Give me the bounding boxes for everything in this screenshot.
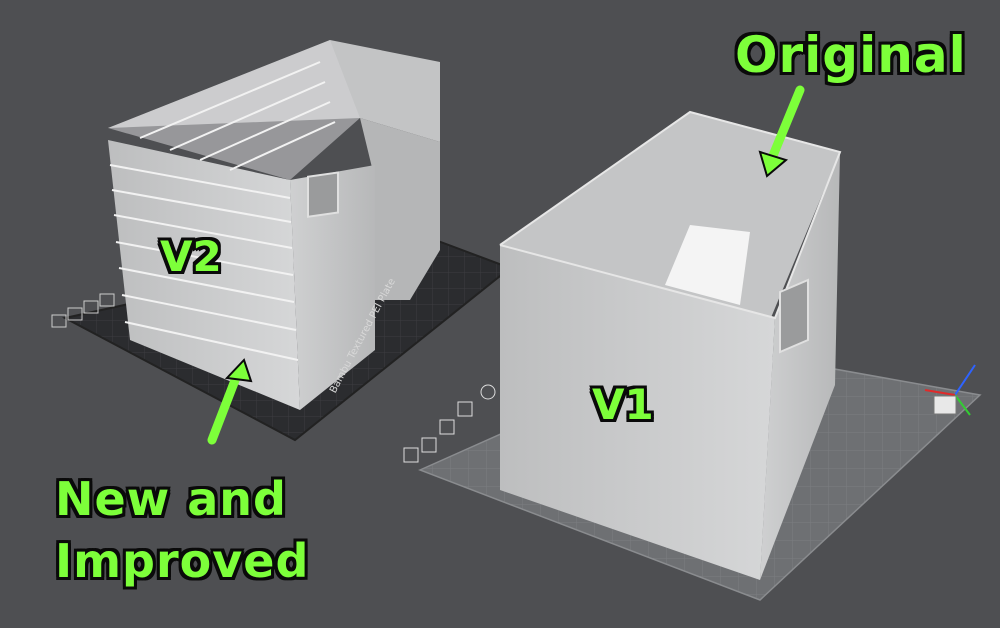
plate-lock-icon[interactable]: [457, 401, 473, 417]
arrow-new: [207, 370, 242, 445]
label-v2: V2: [160, 232, 222, 281]
label-v1: V1: [592, 380, 654, 429]
plate-close-icon[interactable]: [403, 447, 419, 463]
axes-gizmo: [924, 364, 976, 416]
label-new-line1: New and: [55, 472, 287, 526]
plate-lock-icon[interactable]: [99, 293, 115, 307]
plate-orient-icon[interactable]: [439, 419, 455, 435]
label-new-line2: Improved: [55, 534, 310, 588]
label-original: Original: [735, 26, 967, 84]
plate-toolbar-dark[interactable]: [51, 293, 115, 328]
model-v2[interactable]: [108, 40, 440, 410]
arrow-original-head: [758, 150, 789, 178]
plate-arrange-icon[interactable]: [421, 437, 437, 453]
arrow-original: [767, 85, 805, 163]
label-new-and-improved: New and Improved: [55, 468, 309, 592]
plate-settings-icon[interactable]: [480, 384, 496, 400]
plate-close-icon[interactable]: [51, 314, 67, 328]
arrow-new-head: [224, 358, 253, 383]
plate-orient-icon[interactable]: [83, 300, 99, 314]
plate-arrange-icon[interactable]: [67, 307, 83, 321]
plate-toolbar-light[interactable]: [403, 384, 496, 463]
model-v1[interactable]: [499, 110, 842, 580]
